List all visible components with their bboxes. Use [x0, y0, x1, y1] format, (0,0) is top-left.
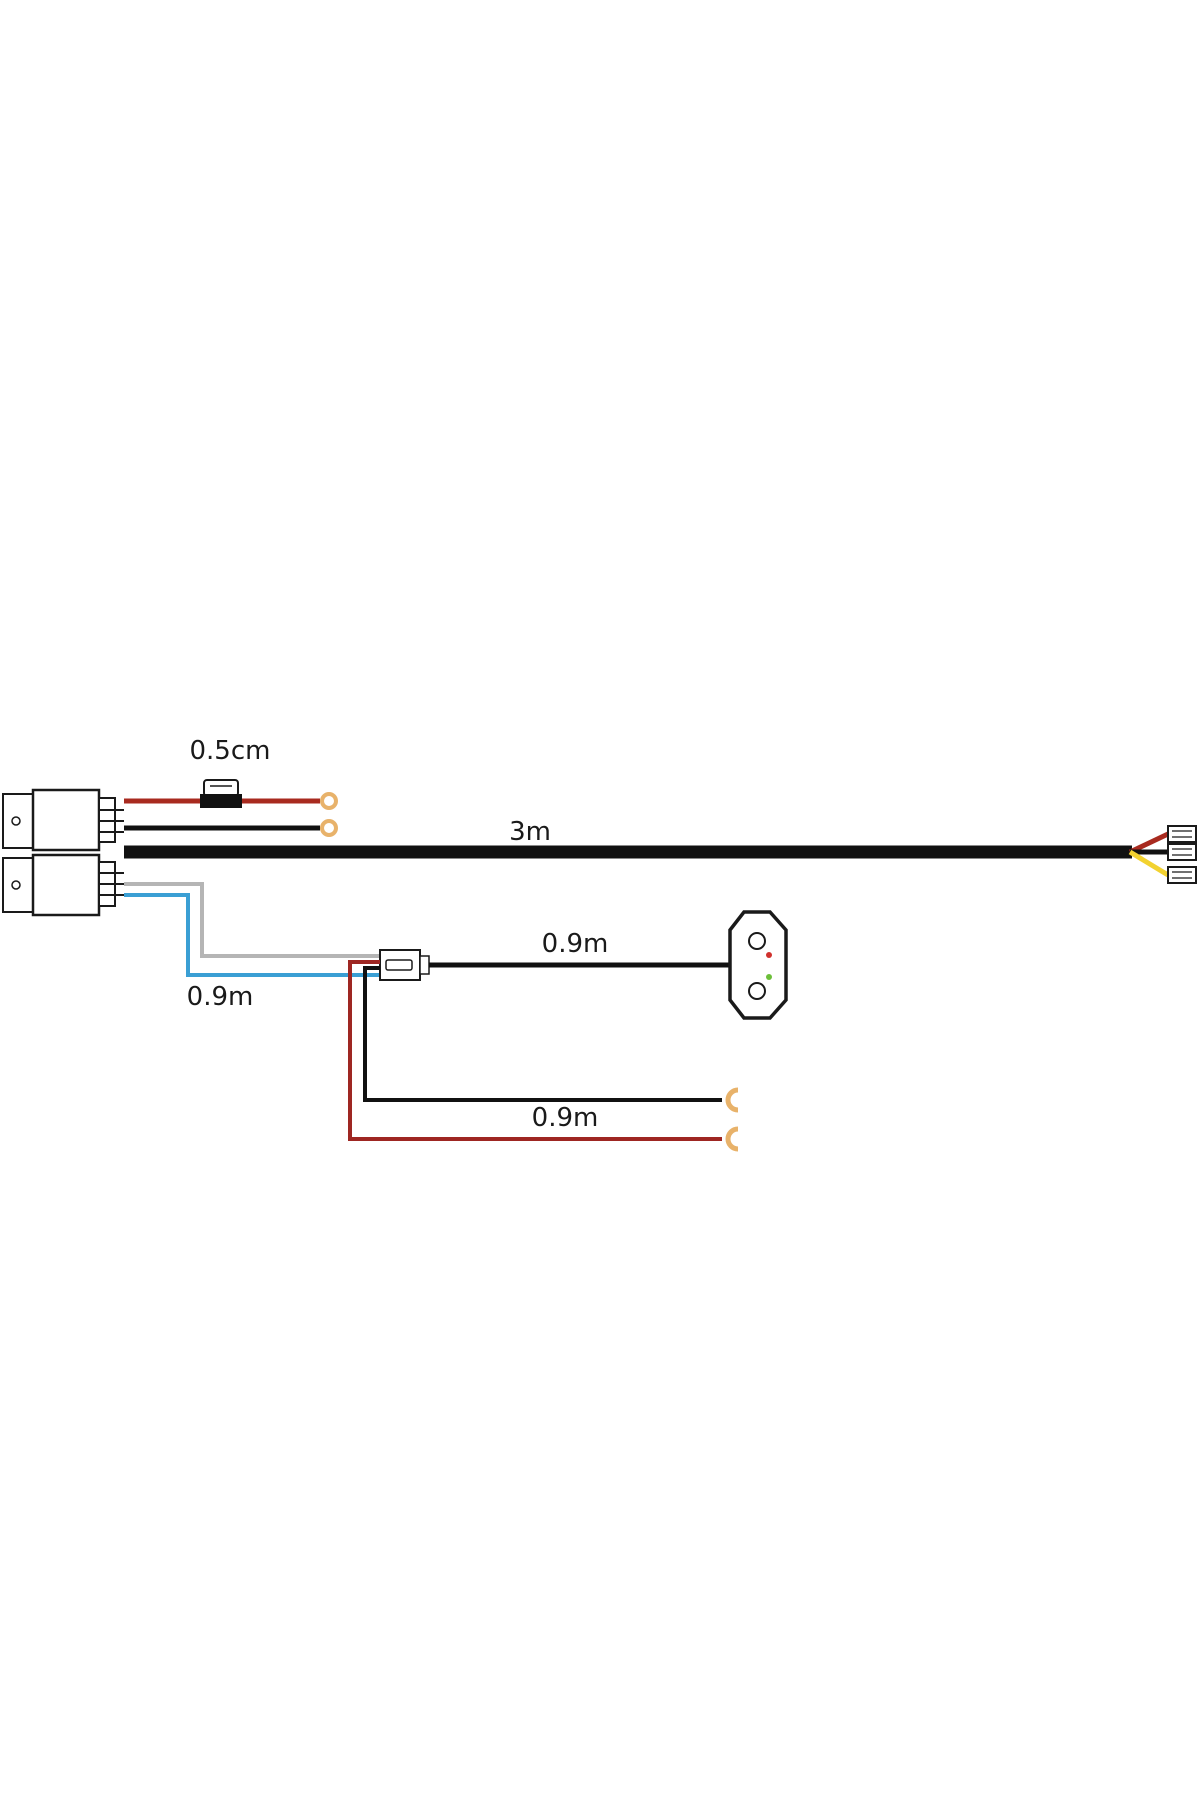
signal-cable-length-label: 0.9m	[187, 982, 254, 1012]
lamp-connector-bottom	[1167, 866, 1197, 884]
battery-leads: 0.5cm	[124, 736, 338, 837]
switch-green-led	[766, 974, 772, 980]
switch-cable-length-label: 0.9m	[542, 929, 609, 959]
ring-terminal-red	[320, 792, 338, 810]
switch-red-led	[766, 952, 772, 958]
fork-terminal-red	[725, 1126, 739, 1152]
lamp-connector-middle	[1167, 843, 1197, 861]
relay-bottom	[2, 853, 124, 917]
blue-wire	[124, 893, 380, 977]
fuse-length-label: 0.5cm	[190, 736, 271, 766]
lamp-connector-top	[1167, 825, 1197, 843]
main-cable-length-label: 3m	[509, 817, 551, 847]
switch-connector	[379, 949, 430, 981]
relay-top	[2, 788, 124, 852]
fork-terminal-black	[725, 1087, 739, 1113]
switch-bottom-hole	[748, 982, 766, 1000]
grey-wire	[124, 882, 380, 958]
black-power-wire	[363, 966, 722, 1102]
rocker-switch	[728, 910, 788, 1020]
main-cable: 3m	[124, 817, 1197, 884]
switch-top-hole	[748, 932, 766, 950]
ring-terminal-black	[320, 819, 338, 837]
signal-wires: 0.9m	[124, 882, 380, 1012]
power-cable-length-label: 0.9m	[532, 1103, 599, 1133]
power-leads: 0.9m	[348, 960, 739, 1152]
fuse-holder	[200, 779, 242, 808]
red-power-wire	[348, 960, 722, 1141]
